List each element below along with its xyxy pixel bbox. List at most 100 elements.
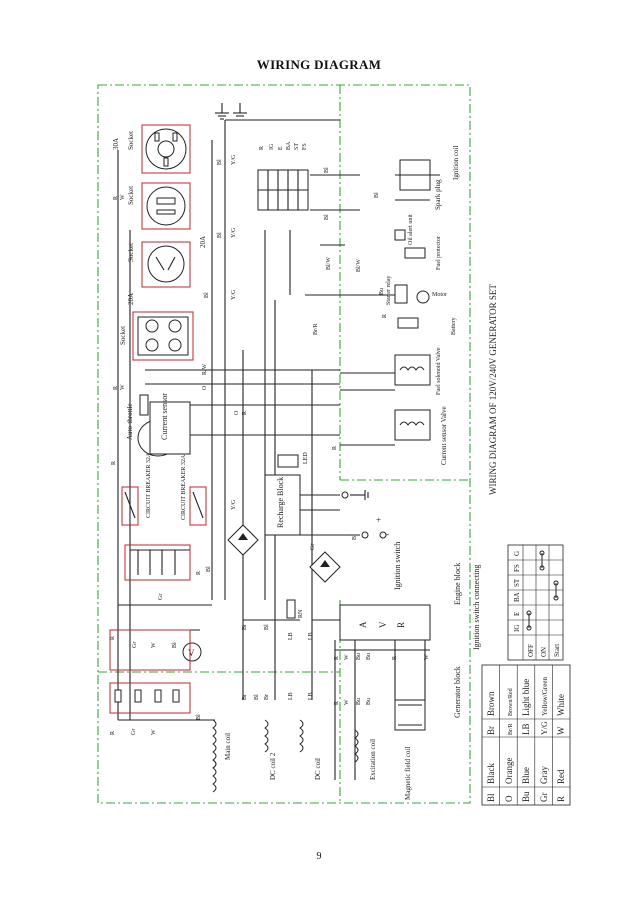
oil-alert-label: Oil alert unit (408, 214, 414, 245)
socket-3-rating: 20A (199, 236, 207, 248)
switch-table: IG E BA ST FS G OFF ON Start (507, 544, 564, 661)
wire-label: Bl (217, 159, 223, 165)
wire-label: Bl (172, 642, 178, 648)
socket-1-rating: 30A (112, 138, 120, 150)
legend-name: Gray (539, 766, 549, 784)
color-legend: Bl Black Br Brown O Orange Br/R Brown/Re… (481, 664, 571, 806)
motor: Motor (416, 290, 447, 304)
switch-header: FS (513, 564, 521, 572)
wire-label: Bl/W (356, 259, 362, 272)
ignition-coil-label: Ignition coil (452, 146, 460, 180)
plus-terminal: + (376, 515, 381, 525)
legend-code: Br/R (508, 723, 514, 735)
battery-terminals: + - (341, 490, 389, 539)
wire-label: Y/G (231, 227, 237, 238)
avr-r: R (396, 622, 406, 628)
wire-label: O (234, 410, 240, 415)
starter-relay: Starter relay (386, 276, 408, 305)
switch-header: IG (513, 625, 521, 632)
circuit-breaker-1: CIRCUIT BREAKER 32A (121, 452, 152, 526)
wire-label: Bl (217, 232, 223, 238)
wire-label: Bu (356, 653, 362, 660)
legend-code: Bl (486, 793, 496, 802)
excitation-coil-label: Excitation coil (369, 739, 377, 780)
wire-label: Gr (132, 642, 138, 648)
wire-label: R (242, 411, 248, 415)
wire-label: R (113, 386, 119, 390)
main-coil: Main coil (212, 719, 232, 793)
auto-throttle-label: Auto-throttle (126, 403, 134, 440)
engine-block-title: Engine block (453, 563, 462, 605)
switch-row-label: OFF (527, 644, 535, 657)
fuel-solenoid-valve: Fuel solenoid Valve (394, 347, 442, 395)
avr-v: V (378, 621, 388, 628)
socket-twist: Socket (127, 182, 191, 230)
starter-relay-label: Starter relay (386, 276, 392, 305)
wire-label: LB (308, 632, 314, 640)
wire-label: Bl (324, 167, 330, 173)
legend-code: Y/G (540, 721, 549, 735)
wire-label: LB (308, 692, 314, 700)
switch-header: E (513, 612, 521, 616)
wire-label: Gr (310, 544, 316, 550)
wire-label: ST (294, 143, 300, 150)
resistor: RN (286, 599, 304, 619)
wire-label: R (334, 656, 340, 660)
wire-label: Bu (379, 288, 385, 295)
current-sensor: Current sensor Auto-throttle (126, 393, 191, 457)
wire-label: Bl (374, 192, 380, 198)
voltmeter-label: V (188, 648, 195, 658)
dc-coil-label: DC coil (314, 758, 322, 780)
recharge-block-label: Recharge Block (276, 477, 285, 528)
wire-label: O (202, 385, 208, 390)
page-number: 9 (316, 851, 322, 862)
legend-name: Orange (504, 758, 514, 785)
wire-label: Bl (324, 214, 330, 220)
ignition-coil: Ignition coil (395, 146, 460, 191)
fuel-protector: Fuel protector (404, 236, 442, 270)
wire-label: Bu (366, 698, 372, 705)
legend-code: W (556, 726, 566, 735)
switch-row-label: ON (540, 647, 548, 657)
wire-label: LB (288, 632, 294, 640)
socket-1-label: Socket (127, 131, 135, 150)
circuit-breaker-2-label: CIRCUIT BREAKER 32A (181, 454, 187, 520)
led-indicator: LED (277, 452, 309, 468)
wire-label: BA (286, 141, 292, 150)
generator-block-title: Generator block (453, 666, 462, 718)
switch-row-label: Start (553, 644, 561, 657)
wire-label: R (113, 196, 119, 200)
ignition-switch-title: Ignition switch (393, 542, 402, 590)
legend-code: Br (486, 726, 496, 735)
wire-label: W (120, 384, 126, 390)
fuel-solenoid-label: Fuel solenoid Valve (436, 347, 442, 395)
oil-alert: Oil alert unit (394, 214, 414, 245)
wire-label: Bl (352, 534, 358, 540)
dc-coil: DC coil (299, 719, 322, 780)
wire-label: Bl (206, 566, 212, 572)
wire-label: W (344, 654, 350, 660)
wire-label: R (382, 314, 388, 318)
wire-label: R/W (202, 363, 208, 375)
resistor-label: RN (298, 609, 304, 618)
wire-labels: Bl Y/G Bl Y/G Bl Y/G Y/G R W R W R R/W O… (110, 141, 430, 735)
legend-code: Gr (539, 793, 549, 803)
wire-label: Gr (158, 594, 164, 600)
wire-label: Bl (204, 292, 210, 298)
wire-label: E (278, 146, 284, 150)
dc-coil-2-label: DC coil 2 (269, 752, 277, 780)
dc-coil-2: DC coil 2 (264, 719, 277, 780)
wire-label: R (259, 146, 265, 150)
wire-label: R (334, 701, 340, 705)
current-sensor-valve-label: Current sensor Valve (440, 406, 448, 465)
excitation-coil: Excitation coil (354, 729, 377, 780)
main-vertical-title: WIRING DIAGRAM OF 120V/240V GENERATOR SE… (488, 284, 498, 495)
wire-label: W (344, 699, 350, 705)
wire-label: FS (302, 143, 308, 150)
socket-duplex: Socket 20A (119, 293, 194, 361)
wire-label: Bu (366, 653, 372, 660)
legend-name: Red (556, 769, 566, 784)
wire-label: R (392, 656, 398, 660)
legend-name: Brown (486, 691, 496, 716)
